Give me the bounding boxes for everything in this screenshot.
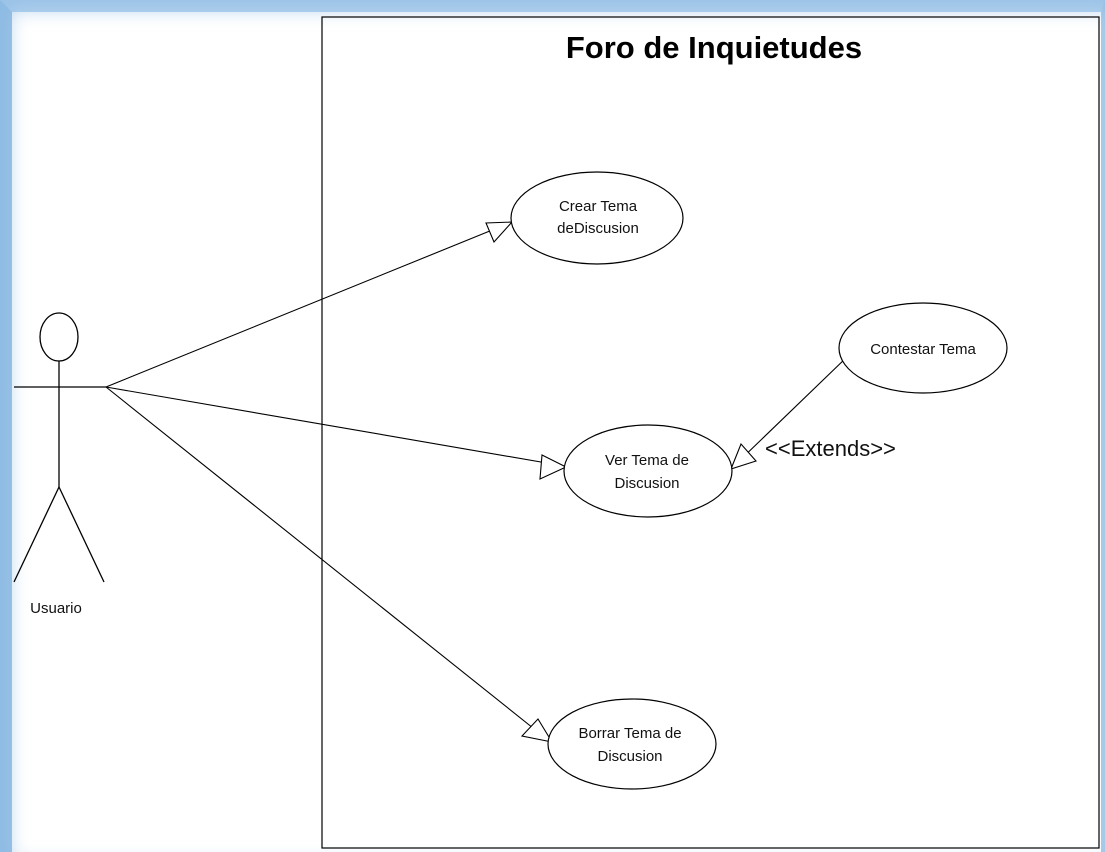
actor-head <box>39 312 79 362</box>
use-case-contestar-line1: Contestar Tema <box>870 341 976 358</box>
actor-right-leg <box>58 486 105 583</box>
system-boundary <box>321 16 1100 849</box>
association-ver <box>105 386 565 467</box>
use-case-borrar-tema[interactable]: Borrar Tema de Discusion <box>547 698 717 790</box>
arrowhead-borrar <box>520 718 554 743</box>
use-case-contestar-tema[interactable]: Contestar Tema <box>838 302 1008 394</box>
arrowhead-extends <box>730 442 757 470</box>
arrowhead-ver <box>539 454 568 480</box>
association-crear <box>105 223 508 388</box>
use-case-borrar-line2: Discusion <box>597 748 662 765</box>
extends-stereotype-label: <<Extends>> <box>765 436 896 461</box>
use-case-contestar-ellipse <box>838 302 1008 394</box>
extends-relationship <box>735 355 849 465</box>
actor-left-leg <box>13 486 60 583</box>
use-case-crear-line2: deDiscusion <box>557 220 639 237</box>
use-case-ver-line1: Ver Tema de <box>605 452 689 469</box>
arrowhead-crear <box>485 221 514 244</box>
actor-name: Usuario <box>30 600 82 617</box>
system-title: Foro de Inquietudes <box>566 30 862 65</box>
actor-usuario[interactable] <box>13 312 106 583</box>
use-case-borrar-line1: Borrar Tema de <box>578 725 681 742</box>
use-case-ver-line2: Discusion <box>614 475 679 492</box>
use-case-crear-tema[interactable]: Crear Tema deDiscusion <box>510 171 684 265</box>
association-borrar <box>105 386 549 741</box>
use-case-ver-ellipse <box>563 424 733 518</box>
use-case-crear-ellipse <box>510 171 684 265</box>
use-case-crear-line1: Crear Tema <box>559 198 638 215</box>
use-case-ver-tema[interactable]: Ver Tema de Discusion <box>563 424 733 518</box>
use-case-borrar-ellipse <box>547 698 717 790</box>
